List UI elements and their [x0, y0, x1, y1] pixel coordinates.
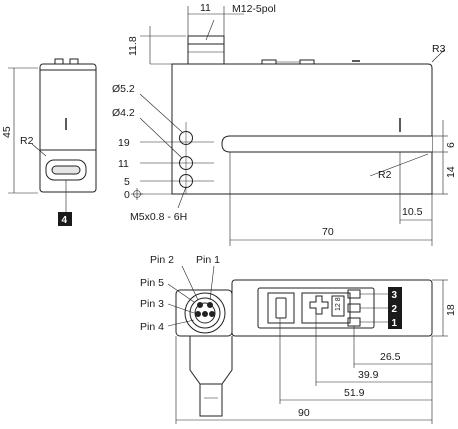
badge-2-text: 2 — [392, 304, 398, 315]
thread-label: M5x0.8 - 6H — [130, 211, 187, 223]
dia-52-label: Ø5.2 — [112, 83, 135, 95]
pin5-label: Pin 5 — [140, 277, 164, 289]
dia-42-label: Ø4.2 — [112, 107, 135, 119]
pin3-label: Pin 3 — [140, 298, 164, 310]
badge-4: 4 — [58, 212, 72, 226]
y19-label: 19 — [118, 137, 130, 149]
height-45-label: 45 — [1, 126, 13, 138]
y5-label: 5 — [124, 176, 130, 188]
connector-width-label: 11 — [200, 2, 211, 14]
radius-r3-label: R3 — [432, 43, 446, 55]
panel-text: 12 8 — [335, 297, 342, 311]
pin1-label: Pin 1 — [196, 254, 220, 266]
connector-height-label: 11.8 — [127, 36, 139, 56]
badge-1: 1 — [388, 315, 402, 329]
dim-519-label: 51.9 — [344, 387, 365, 399]
depth-18-label: 18 — [445, 304, 457, 316]
slot-14-label: 14 — [445, 166, 457, 178]
pin2-label: Pin 2 — [150, 254, 174, 266]
badge-3: 3 — [388, 287, 402, 301]
len-90-label: 90 — [298, 407, 310, 419]
origin-symbol — [131, 188, 143, 200]
badge-4-text: 4 — [62, 215, 68, 226]
front-view — [139, 6, 448, 246]
y0-label: 0 — [124, 189, 130, 201]
badge-2: 2 — [388, 301, 402, 315]
connector-label: M12-5pol — [232, 3, 276, 15]
len-70-label: 70 — [322, 226, 334, 238]
y11-label: 11 — [118, 158, 129, 170]
dim-105-label: 10.5 — [402, 206, 423, 218]
badge-3-text: 3 — [392, 290, 398, 301]
bottom-view — [167, 265, 448, 424]
radius-r2-right-label: R2 — [378, 169, 392, 181]
pin4-label: Pin 4 — [140, 321, 164, 333]
side-view — [8, 58, 97, 212]
dim-265-label: 26.5 — [380, 351, 401, 363]
dim-399-label: 39.9 — [358, 369, 379, 381]
radius-r2-left-label: R2 — [20, 135, 34, 147]
badge-1-text: 1 — [392, 318, 398, 329]
slot-6-label: 6 — [445, 142, 457, 148]
